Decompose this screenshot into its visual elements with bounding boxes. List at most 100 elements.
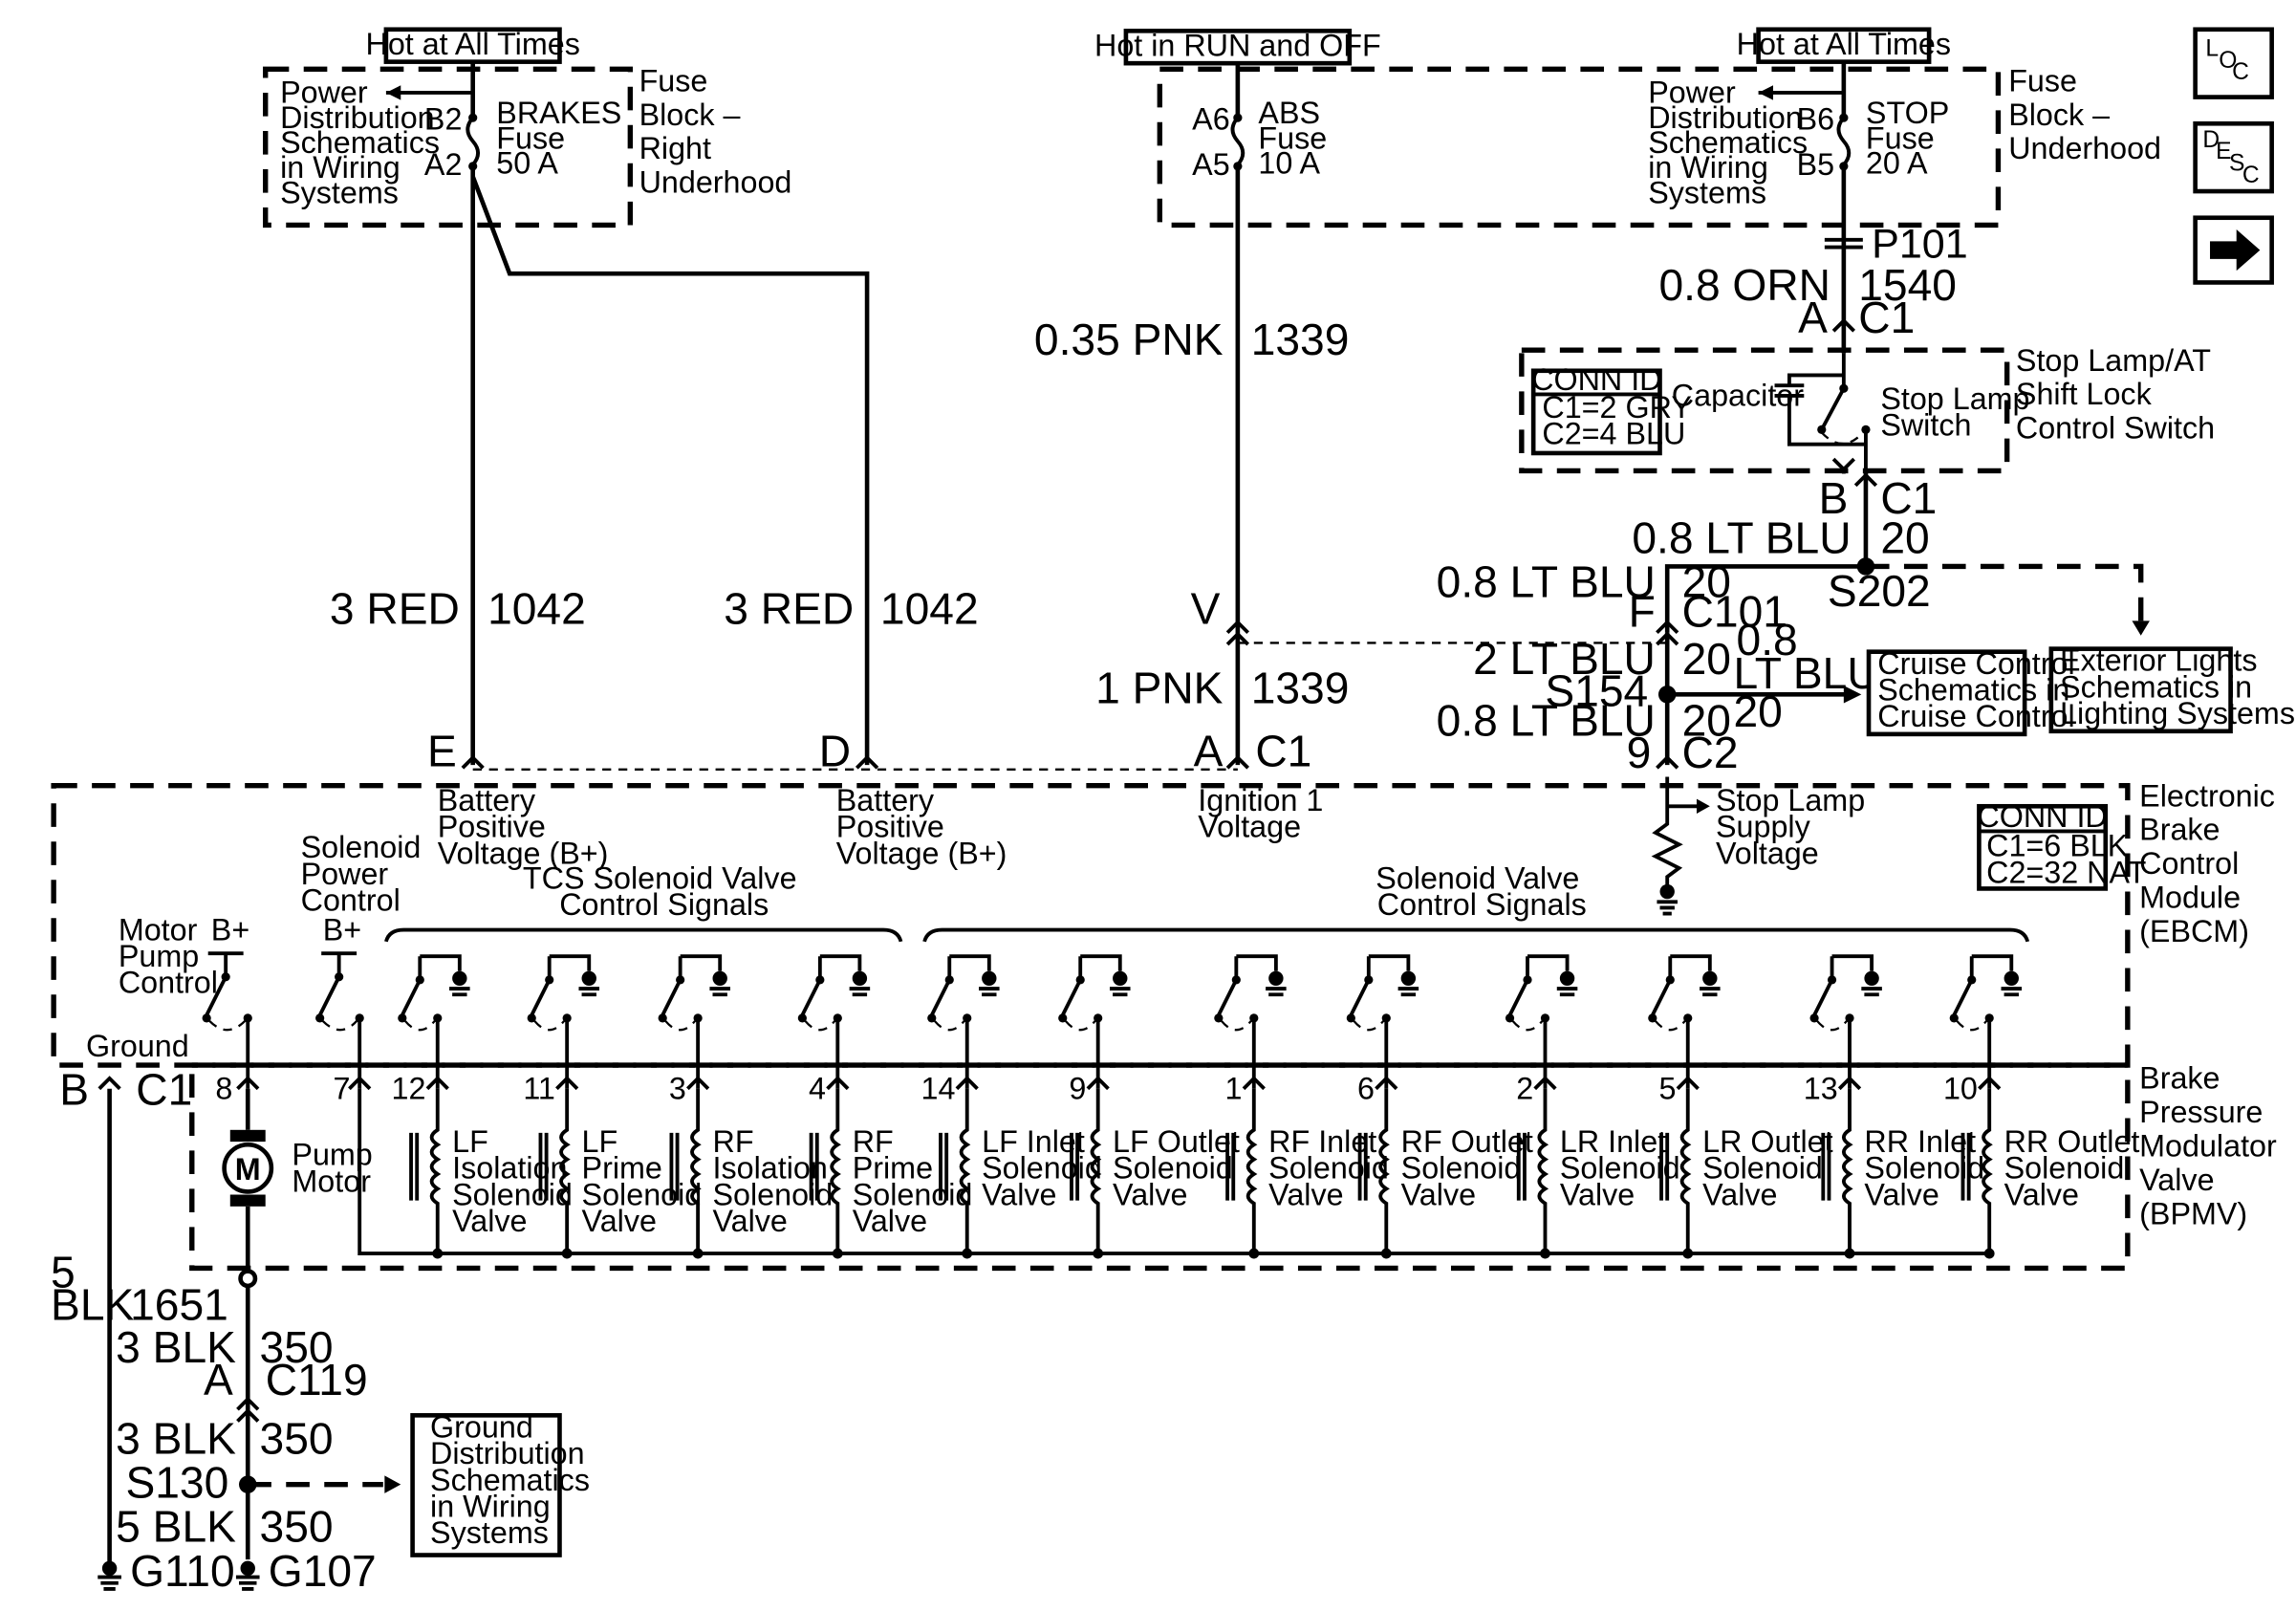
valve-driver-switch [1346, 954, 1419, 1089]
pin-8: 8 [215, 1071, 232, 1105]
solenoid-coil-icon [1841, 1088, 1853, 1254]
solenoid-coil-icon [830, 1088, 841, 1254]
loc-button[interactable]: LOC [2193, 27, 2274, 99]
cruise-control-reference[interactable]: Cruise Control Schematics in Cruise Cont… [1866, 646, 2084, 737]
valve-driver-switch [1809, 954, 1882, 1089]
wire-label-3-red-left: 3 RED [330, 583, 460, 633]
abs-fuse-label: ABS Fuse 10 A [1258, 96, 1335, 180]
valve-driver-switch [398, 954, 470, 1089]
exterior-lights-reference[interactable]: Exterior Lights Schematics in Lighting S… [2048, 643, 2295, 734]
connector-c1-switch-bottom: C1 [1880, 473, 1937, 523]
solenoid-coil-icon [429, 1088, 442, 1254]
circuit-20-top: 20 [1880, 513, 1929, 563]
solenoid-power-control-label: Solenoid Power Control [301, 830, 430, 917]
splice-s130-label: S130 [125, 1458, 228, 1508]
wire-label-1-pnk: 1 PNK [1095, 664, 1224, 713]
wire-label-5: 5 [51, 1247, 76, 1296]
solenoid-coil-icon [1378, 1088, 1390, 1254]
valve-driver-switch [927, 954, 1000, 1089]
valve-pin: 13 [1804, 1071, 1838, 1105]
valve-pin: 1 [1225, 1071, 1243, 1105]
next-arrow-icon [2210, 229, 2261, 272]
fuse-pin-b2: B2 [424, 101, 463, 136]
desc-button[interactable]: DESC [2193, 120, 2274, 194]
solenoid-coil-icon [1679, 1088, 1692, 1254]
fuse-pin-a5: A5 [1192, 147, 1230, 182]
valve-driver-switch [797, 954, 871, 1089]
stop-fuse [1758, 61, 1852, 171]
valve-pin: 2 [1516, 1071, 1533, 1105]
stop-fuse-label: STOP Fuse 20 A [1866, 96, 1958, 180]
next-button[interactable] [2193, 215, 2274, 285]
svg-text:C2=32 NAT: C2=32 NAT [1986, 855, 2146, 889]
motor-pump-control-label: Motor Pump Control [119, 912, 218, 999]
battery-voltage-e-label: Battery Positive Voltage (B+) [438, 783, 609, 870]
solenoid-coil-icon [959, 1088, 971, 1254]
connector-c119-symbol [236, 1396, 260, 1423]
connector-c1-switch-top: C1 [1858, 293, 1915, 342]
ground-icon [1657, 900, 1678, 916]
fuse-block-right-name: Fuse Block – Underhood [2008, 63, 2161, 165]
ground-distribution-reference[interactable]: Ground Distribution Schematics in Wiring… [410, 1409, 598, 1557]
splice-s202-label: S202 [1828, 566, 1931, 616]
wire-1042-left [461, 165, 485, 770]
ground-g107-icon [235, 1575, 260, 1591]
pump-motor-label: Pump Motor [292, 1138, 380, 1199]
wire-1540 [1824, 165, 1863, 354]
valve-pin: 12 [392, 1071, 426, 1105]
valve-driver-switch [527, 954, 600, 1089]
desc-label: DESC [2202, 127, 2259, 188]
tcs-bracket [384, 927, 903, 943]
stop-lamp-switch-box [1519, 347, 2010, 474]
pin-9: 9 [1627, 728, 1652, 777]
wire-label-2-ltblu: 2 LT BLU [1473, 634, 1656, 684]
fuse-pin-a6: A6 [1192, 101, 1230, 136]
sv-signals-label: Solenoid Valve Control Signals [1375, 860, 1588, 922]
wire-1339 [1225, 165, 1249, 770]
sv-bracket [922, 927, 2030, 943]
svg-text:Cruise Control Schematic: Cruise Control Schematics in Cruise Cont… [1877, 646, 2083, 733]
svg-text:C1=2 GRY: C1=2 GRY [1542, 390, 1692, 425]
wire-1042-right [470, 175, 879, 770]
valve-pin: 3 [669, 1071, 686, 1105]
splice-s154-label: S154 [1545, 666, 1648, 716]
pin-b-ground: B [59, 1065, 89, 1115]
valve-pin: 6 [1357, 1071, 1375, 1105]
connector-c1-ground: C1 [136, 1065, 192, 1115]
ground-label: Ground [86, 1029, 189, 1063]
battery-voltage-d-label: Battery Positive Voltage (B+) [836, 783, 1007, 870]
valve-pin: 9 [1069, 1071, 1086, 1105]
fuse-pin-b5: B5 [1797, 147, 1835, 182]
svg-text:C2=4 BLU: C2=4 BLU [1542, 417, 1685, 451]
fuse-pin-a2: A2 [424, 147, 463, 182]
pin-d: D [819, 727, 851, 776]
circuit-1339-lower: 1339 [1251, 664, 1350, 713]
stop-lamp-switch [1774, 353, 1871, 471]
ground-g107: G107 [269, 1546, 377, 1596]
connector-c119: C119 [266, 1355, 368, 1404]
svg-text:CONN ID: CONN ID [1977, 799, 2107, 834]
solenoid-coil-icon [690, 1088, 702, 1254]
connector-c101: C101 [1682, 587, 1787, 637]
switch-conn-id: CONN ID C1=2 GRY C2=4 BLU [1530, 362, 1692, 456]
valve-driver-switch [1058, 954, 1131, 1089]
hot-label-right: Hot at All Times [1737, 27, 1951, 64]
pin-a-c119: A [204, 1355, 233, 1404]
circuit-350-b: 350 [260, 1413, 334, 1463]
tcs-signals-label: TCS Solenoid Valve Control Signals [523, 860, 806, 922]
valve-pin: 11 [523, 1071, 555, 1105]
svg-text:Exterior Lights Schemati: Exterior Lights Schematics in Lighting S… [2060, 643, 2295, 730]
valve-driver-switch [1648, 954, 1721, 1089]
